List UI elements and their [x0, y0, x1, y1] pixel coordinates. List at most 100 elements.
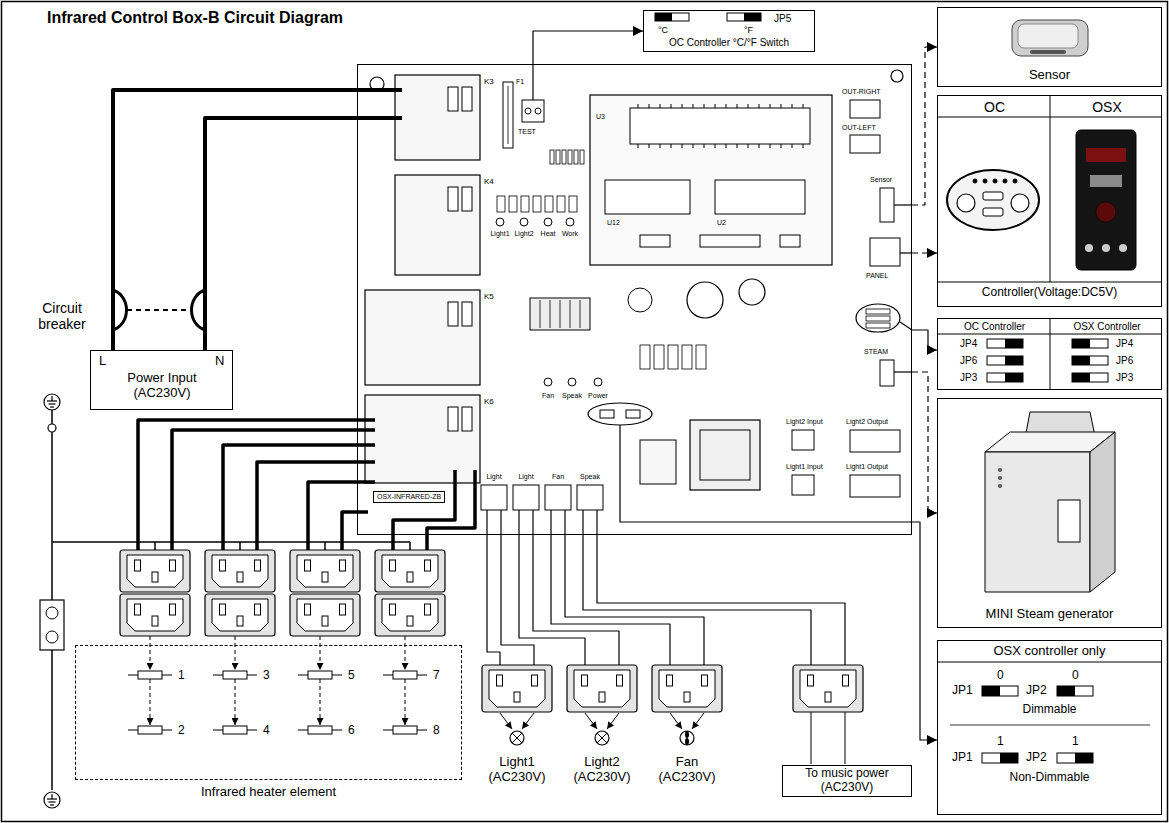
jumper-switch	[727, 13, 761, 21]
breaker-contact	[192, 290, 206, 330]
lead-arrow	[585, 713, 597, 729]
silkscreen-label: Light2 Output	[846, 418, 888, 426]
signal-arrow	[533, 31, 643, 64]
resistor	[640, 345, 650, 369]
node-text: JP2	[1026, 684, 1047, 698]
socket-face	[127, 599, 183, 631]
controller-button	[983, 192, 1003, 200]
socket-body	[290, 550, 360, 592]
socket-body	[567, 665, 637, 712]
lead-arrow	[670, 713, 682, 729]
node-text: JP4	[960, 338, 977, 350]
heater-lead	[235, 679, 236, 725]
leader-line	[620, 425, 912, 522]
spade-terminal	[462, 187, 472, 211]
socket-pin	[617, 675, 623, 686]
diagram-title: Infrared Control Box-B Circuit Diagram	[47, 9, 343, 27]
fan-output: Fan (AC230V)	[645, 665, 729, 790]
resistor-symbol	[223, 671, 247, 679]
leader-line	[900, 322, 912, 330]
earth-bar	[49, 403, 56, 404]
socket-pin	[425, 604, 431, 615]
wire	[596, 510, 597, 535]
spade-terminal	[448, 407, 458, 431]
chip	[630, 108, 810, 144]
resistor-symbol	[138, 671, 162, 679]
socket-pin	[305, 604, 311, 615]
chip-pin	[715, 104, 716, 108]
output-wire	[583, 535, 811, 665]
chip-pin	[737, 144, 738, 148]
terminal-block	[850, 430, 900, 452]
callout-number: 0	[1072, 669, 1079, 683]
wire	[564, 510, 565, 535]
socket-pin	[170, 604, 176, 615]
socket-face	[382, 555, 438, 587]
vent-dot	[998, 484, 1002, 488]
socket-body	[205, 550, 275, 592]
socket-pin	[237, 572, 243, 582]
chip-pin	[682, 144, 683, 148]
transformer-core	[700, 430, 750, 480]
jumper	[866, 316, 890, 321]
resistor-symbol	[393, 726, 417, 734]
chip-pin	[781, 144, 782, 148]
earth-bar	[47, 400, 57, 401]
led	[544, 378, 552, 386]
node-text: OSX-INFRARED-ZB	[373, 491, 445, 503]
silkscreen-label: U12	[607, 219, 620, 227]
node-text: Controller(Voltage:DC5V)	[938, 286, 1161, 300]
socket-pin	[425, 560, 431, 571]
led	[568, 378, 576, 386]
heater-wire	[393, 470, 455, 550]
resistor-symbol	[393, 671, 417, 679]
resistor	[533, 196, 541, 212]
component	[780, 235, 800, 247]
socket-pin	[220, 604, 226, 615]
silkscreen-label: K3	[484, 77, 494, 86]
resistor	[668, 345, 678, 369]
chip-pin	[649, 104, 650, 108]
socket-face	[659, 670, 715, 707]
chip-pin	[660, 104, 661, 108]
dimmer-jumper-panel: OSX controller only00JP1JP2Dimmable11JP1…	[937, 640, 1162, 815]
generator-front	[985, 452, 1090, 592]
switch-lever	[1072, 356, 1090, 365]
signal-arrow	[912, 522, 937, 740]
switch-lever	[1072, 373, 1090, 382]
silkscreen-label: Light1 Output	[846, 463, 888, 471]
vent-dot	[998, 476, 1002, 480]
silkscreen-label: Light1 Input	[786, 463, 823, 471]
earth-symbol	[44, 394, 60, 410]
chip-pin	[649, 144, 650, 148]
ground-wire	[51, 432, 53, 600]
heater-lead	[150, 636, 151, 670]
silkscreen-label: PANEL	[866, 272, 888, 280]
signal-arrow	[912, 47, 937, 205]
spade-terminal	[462, 87, 472, 111]
socket-pin	[702, 675, 708, 686]
earth-stem	[51, 794, 52, 799]
silkscreen-label: K4	[484, 177, 494, 186]
node-text: JP1	[952, 684, 973, 698]
socket-pin	[684, 692, 690, 702]
led	[594, 378, 602, 386]
steam-header	[880, 360, 894, 386]
control-board: OSX-INFRARED-ZB	[357, 64, 912, 535]
table-rule	[937, 282, 1162, 283]
chip	[605, 180, 690, 214]
switch-lever	[1075, 753, 1093, 763]
heatsink-fin	[580, 300, 581, 328]
callout-number: 8	[433, 724, 440, 738]
fan-blade	[685, 738, 689, 745]
heater-lead	[405, 636, 406, 670]
highlight-ellipse	[856, 304, 900, 332]
chip-pin	[682, 104, 683, 108]
resistor	[521, 196, 529, 212]
silkscreen-label: Light1	[488, 230, 512, 238]
socket-face	[127, 555, 183, 587]
jumper	[600, 410, 614, 418]
